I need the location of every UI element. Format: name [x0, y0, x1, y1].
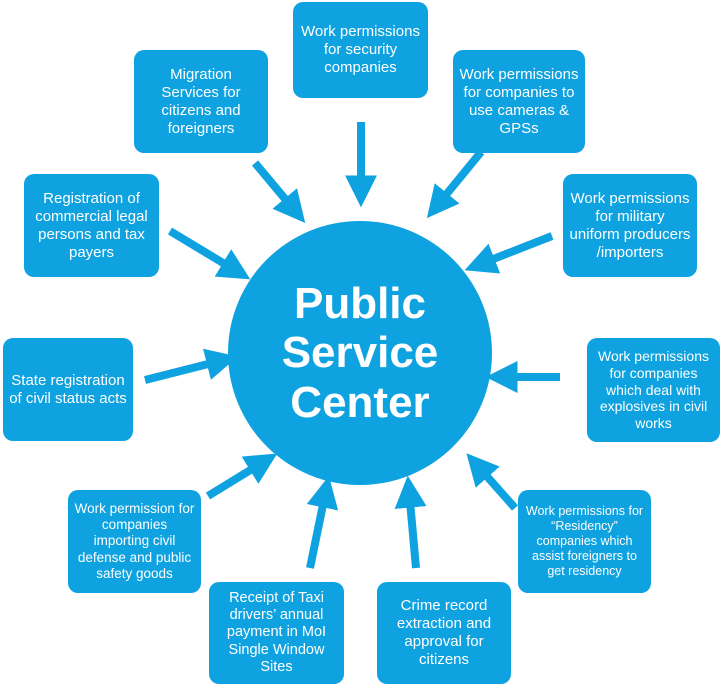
- service-box-residency: Work permissions for “Residency” compani…: [518, 490, 651, 593]
- arrow-crime-record: [394, 475, 427, 569]
- service-label: Migration Services for citizens and fore…: [161, 65, 241, 137]
- service-label: Work permissions for companies to use ca…: [459, 65, 579, 137]
- arrow-residency: [466, 453, 518, 511]
- service-label: Work permissions for security companies: [301, 23, 420, 76]
- service-label: Receipt of Taxi drivers’ annual payment …: [226, 589, 327, 676]
- service-box-migration: Migration Services for citizens and fore…: [134, 50, 268, 153]
- service-box-commercial-legal: Registration of commercial legal persons…: [24, 174, 159, 277]
- service-label: Registration of commercial legal persons…: [35, 189, 148, 261]
- arrow-military-uniform: [464, 232, 554, 274]
- arrow-taxi-drivers: [306, 475, 339, 569]
- service-box-security-companies: Work permissions for security companies: [293, 2, 428, 98]
- service-label: Work permissions for military uniform pr…: [569, 189, 691, 261]
- service-box-taxi-drivers: Receipt of Taxi drivers’ annual payment …: [209, 582, 344, 684]
- service-label: Work permissions for companies which dea…: [598, 348, 709, 432]
- service-label: Crime record extraction and approval for…: [396, 597, 492, 668]
- arrow-commercial-legal: [167, 227, 251, 280]
- service-box-cameras-gps: Work permissions for companies to use ca…: [453, 50, 585, 153]
- arrow-cameras-gps: [426, 149, 485, 219]
- service-box-explosives: Work permissions for companies which dea…: [587, 338, 720, 442]
- public-service-center-hub: Public Service Center: [228, 221, 492, 485]
- service-label: Work permissions for “Residency” compani…: [525, 504, 644, 578]
- service-box-civil-status: State registration of civil status acts: [3, 338, 133, 441]
- arrow-civil-status: [144, 348, 238, 384]
- service-box-military-uniform: Work permissions for military uniform pr…: [563, 174, 697, 277]
- arrow-civil-defense: [205, 453, 278, 500]
- service-box-civil-defense: Work permission for companies importing …: [68, 490, 201, 593]
- service-label: State registration of civil status acts: [9, 371, 127, 407]
- hub-label: Public Service Center: [281, 279, 439, 427]
- service-box-crime-record: Crime record extraction and approval for…: [377, 582, 511, 684]
- arrow-migration: [251, 160, 306, 224]
- service-label: Work permission for companies importing …: [74, 501, 195, 581]
